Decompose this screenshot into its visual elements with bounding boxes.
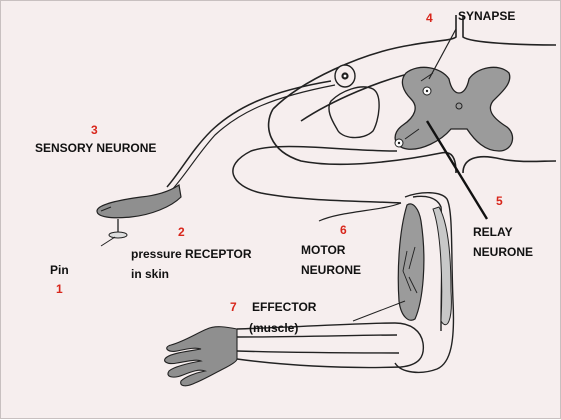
- grey-matter: [395, 67, 512, 151]
- label-pressure-receptor: pressure RECEPTOR: [131, 247, 252, 261]
- label-relay: RELAY: [473, 225, 513, 239]
- number-4: 4: [426, 11, 433, 25]
- effector-pointer: [353, 301, 405, 321]
- number-5: 5: [496, 194, 503, 208]
- motor-neurone-branch: [319, 203, 401, 221]
- label-relay-neurone: NEURONE: [473, 245, 533, 259]
- nerve-loop: [329, 87, 379, 138]
- label-synapse: SYNAPSE: [458, 9, 515, 23]
- label-effector: EFFECTOR: [252, 300, 316, 314]
- sensory-neurone-path-inner: [171, 85, 335, 191]
- number-2: 2: [178, 225, 185, 239]
- hand: [165, 327, 237, 386]
- label-pin: Pin: [50, 263, 69, 277]
- number-7: 7: [230, 300, 237, 314]
- pin-icon: [101, 219, 127, 246]
- triceps-muscle: [433, 207, 451, 325]
- sensory-neurone-path: [167, 81, 331, 187]
- label-motor: MOTOR: [301, 243, 345, 257]
- motor-neurone-path: [233, 147, 401, 203]
- dorsal-root-ganglion: [335, 65, 355, 87]
- synapse-pointer: [429, 29, 456, 79]
- label-sensory-neurone: SENSORY NEURONE: [35, 141, 156, 155]
- label-muscle: (muscle): [249, 321, 298, 335]
- label-in-skin: in skin: [131, 267, 169, 281]
- finger: [97, 185, 181, 218]
- number-3: 3: [91, 123, 98, 137]
- label-motor-neurone: NEURONE: [301, 263, 361, 277]
- number-6: 6: [340, 223, 347, 237]
- number-1: 1: [56, 282, 63, 296]
